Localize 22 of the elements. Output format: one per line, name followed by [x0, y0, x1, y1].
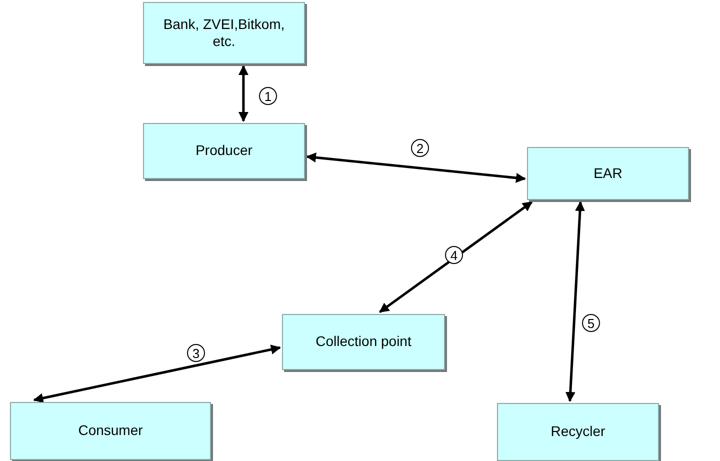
box-label: EAR	[594, 164, 622, 182]
process-box	[143, 2, 305, 64]
step-number: 4	[445, 246, 463, 264]
process-box	[527, 147, 689, 200]
box-label: Bank, ZVEI,Bitkom, etc.	[162, 16, 286, 50]
box-label: Producer	[196, 142, 252, 160]
step-number: 1	[259, 87, 277, 105]
step-number: 3	[187, 344, 205, 362]
double-arrow	[379, 200, 533, 314]
double-arrow	[33, 344, 281, 404]
box-label: Consumer	[78, 422, 143, 440]
step-number: 5	[582, 314, 600, 332]
box-label: Collection point	[316, 333, 412, 351]
process-box	[282, 314, 445, 370]
box-label: Recycler	[550, 423, 606, 441]
process-box	[143, 123, 305, 179]
double-arrow	[306, 152, 526, 183]
process-box	[10, 402, 211, 460]
double-arrow	[565, 201, 585, 402]
double-arrow	[238, 65, 248, 122]
process-box	[497, 403, 659, 461]
step-number: 2	[411, 139, 429, 157]
